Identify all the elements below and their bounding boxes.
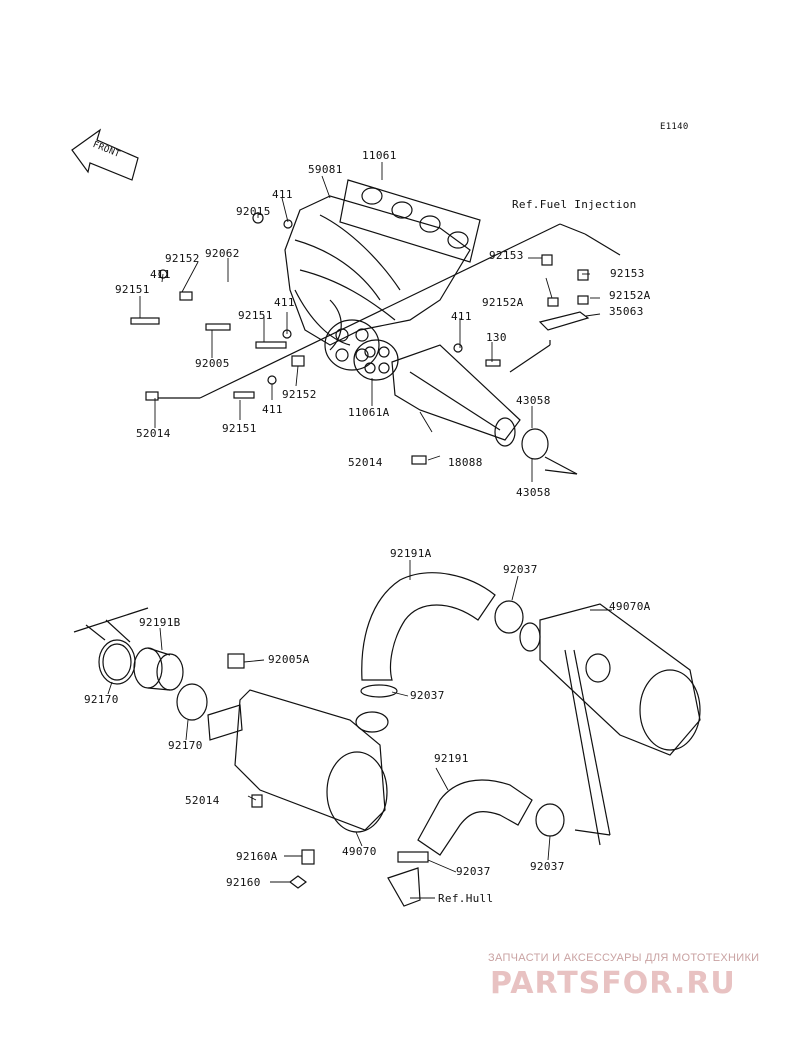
part-label: 49070 [342, 845, 377, 858]
part-label: 92152 [282, 388, 317, 401]
hose-92191 [417, 779, 533, 856]
part-label: 92037 [503, 563, 538, 576]
part-label: 11061 [362, 149, 397, 162]
bracket-35063 [538, 311, 590, 331]
part-label: 92151 [238, 309, 273, 322]
hose-92191a [361, 572, 496, 681]
part-label: 92153 [610, 267, 645, 280]
watermark-logo: PARTSFOR.RU [490, 966, 736, 1001]
part-label: 92015 [236, 205, 271, 218]
muffler-49070a [519, 603, 701, 756]
part-label: 92170 [84, 693, 119, 706]
part-label: 92170 [168, 739, 203, 752]
part-label: 18088 [448, 456, 483, 469]
labels-92160 [289, 849, 421, 907]
part-label: 92005A [268, 653, 310, 666]
label-leaders [107, 162, 612, 899]
part-label: 92160A [236, 850, 278, 863]
part-label: 92062 [205, 247, 240, 260]
part-label: 49070A [609, 600, 651, 613]
gasket-11061a [324, 319, 399, 381]
part-label: 92191A [390, 547, 432, 560]
part-label: 92191 [434, 752, 469, 765]
part-label: 411 [274, 296, 295, 309]
exhaust-pipe-18088 [391, 344, 549, 460]
clamp-92170-left [98, 639, 136, 685]
part-label: 411 [451, 310, 472, 323]
part-label: 92153 [489, 249, 524, 262]
part-label: 92160 [226, 876, 261, 889]
exhaust-manifold [284, 195, 471, 351]
hose-92191b [133, 647, 184, 691]
watermark-tagline: ЗАПЧАСТИ И АКСЕССУАРЫ ДЛЯ МОТОТЕХНИКИ [488, 952, 760, 964]
part-label: 92151 [115, 283, 150, 296]
part-label: 52014 [136, 427, 171, 440]
part-label: 35063 [609, 305, 644, 318]
clamp-92037-upper [360, 600, 524, 698]
part-label: 11061A [348, 406, 390, 419]
part-label: 130 [486, 331, 507, 344]
part-label: 411 [150, 268, 171, 281]
clamp-92170-right [176, 683, 208, 721]
part-label: 92151 [222, 422, 257, 435]
ref-fuel-injection-label: Ref.Fuel Injection [512, 198, 637, 211]
upper-leaders [158, 223, 621, 475]
part-label: 43058 [516, 486, 551, 499]
front-arrow-icon [71, 128, 139, 181]
muffler-49070 [207, 689, 389, 833]
part-label: 92005 [195, 357, 230, 370]
part-label: 52014 [185, 794, 220, 807]
part-label: 92152A [609, 289, 651, 302]
part-label: 92037 [410, 689, 445, 702]
part-label: 43058 [516, 394, 551, 407]
part-label: 92152 [165, 252, 200, 265]
flange-gasket-11061 [339, 179, 481, 263]
part-label: 92037 [456, 865, 491, 878]
part-label: 92152A [482, 296, 524, 309]
ref-hull-label: Ref.Hull [438, 892, 494, 905]
part-label: 52014 [348, 456, 383, 469]
lower-leaders [73, 607, 611, 846]
part-label: 411 [262, 403, 283, 416]
part-label: 411 [272, 188, 293, 201]
diagram-code: E1140 [660, 122, 689, 132]
clamp-92037-lower [397, 803, 565, 863]
part-label: 92191B [139, 616, 181, 629]
part-label: 92037 [530, 860, 565, 873]
part-label: 59081 [308, 163, 343, 176]
